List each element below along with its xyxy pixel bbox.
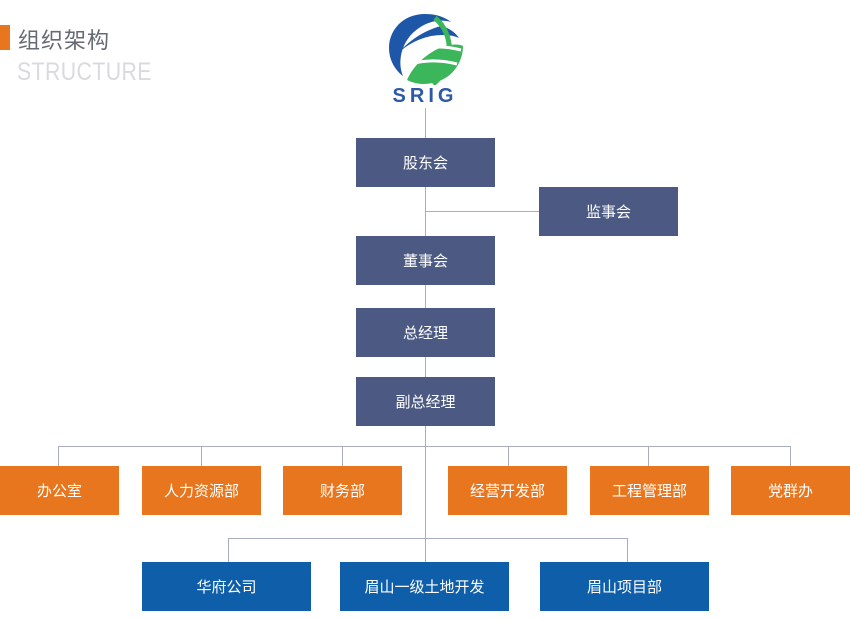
company-logo: SRIG xyxy=(385,10,465,107)
header-accent-bar xyxy=(0,25,10,50)
connector-departments-bar xyxy=(58,446,790,447)
connector-project-3 xyxy=(627,538,628,562)
node-project-huafu: 华府公司 xyxy=(142,562,311,611)
node-dept-finance: 财务部 xyxy=(283,466,402,515)
connector-trunk xyxy=(425,187,426,562)
connector-logo-shareholders xyxy=(425,108,426,138)
connector-supervisors xyxy=(425,211,539,212)
globe-logo-icon xyxy=(389,14,463,86)
connector-dept-2 xyxy=(201,446,202,466)
logo-text: SRIG xyxy=(392,85,458,107)
connector-dept-1 xyxy=(58,446,59,466)
page-title: 组织架构 xyxy=(18,29,111,54)
node-deputy-gm: 副总经理 xyxy=(356,377,495,426)
node-project-meishan-land: 眉山一级土地开发 xyxy=(340,562,509,611)
connector-dept-3 xyxy=(342,446,343,466)
connector-projects-bar xyxy=(228,538,628,539)
node-dept-hr: 人力资源部 xyxy=(142,466,261,515)
node-board: 董事会 xyxy=(356,236,495,285)
node-supervisors: 监事会 xyxy=(539,187,678,236)
connector-dept-5 xyxy=(648,446,649,466)
connector-project-1 xyxy=(228,538,229,562)
node-dept-party: 党群办 xyxy=(731,466,850,515)
node-shareholders: 股东会 xyxy=(356,138,495,187)
node-dept-engineering: 工程管理部 xyxy=(590,466,709,515)
connector-dept-4 xyxy=(508,446,509,466)
node-project-meishan-dept: 眉山项目部 xyxy=(540,562,709,611)
node-general-manager: 总经理 xyxy=(356,308,495,357)
page-subtitle: STRUCTURE xyxy=(17,58,152,86)
connector-dept-6 xyxy=(790,446,791,466)
node-dept-business-dev: 经营开发部 xyxy=(448,466,567,515)
node-dept-office: 办公室 xyxy=(0,466,119,515)
